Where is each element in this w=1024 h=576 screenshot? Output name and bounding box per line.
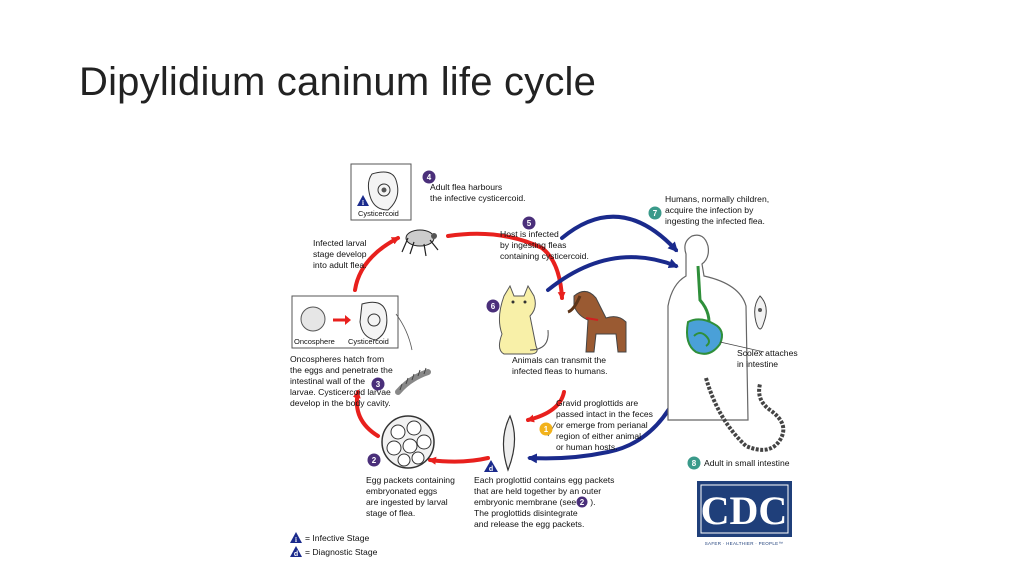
stage2-text: Egg packets containing embryonated eggs … <box>366 475 457 518</box>
svg-text:5: 5 <box>527 219 532 228</box>
svg-text:i: i <box>295 536 297 544</box>
cdc-logo-text: CDC <box>701 488 788 533</box>
flea-larva <box>395 367 431 395</box>
oncosphere-label: Oncosphere <box>294 337 335 346</box>
stage5-text: Host is infected by ingesting fleas cont… <box>500 229 589 261</box>
diagnostic-stage-icon: d <box>484 460 498 473</box>
arrow-proglottid-to-eggs <box>428 456 490 465</box>
badge-3: 3 <box>371 377 385 391</box>
badge-1: 1 <box>539 422 553 436</box>
egg-packet <box>381 415 435 469</box>
red-cycle-arrows <box>352 231 566 465</box>
stage8-text: Adult in small intestine <box>704 458 790 468</box>
svg-text:2: 2 <box>580 498 585 507</box>
legend-diagnostic-icon: d <box>290 546 302 558</box>
svg-text:2: 2 <box>372 456 377 465</box>
cdc-logo: CDC SAFER · HEALTHIER · PEOPLE™ <box>697 481 792 546</box>
stage1-text: Gravid proglottids are passed intact in … <box>556 398 655 452</box>
cdc-tagline: SAFER · HEALTHIER · PEOPLE™ <box>705 541 784 546</box>
cysticercoid-label: Cysticercoid <box>358 209 399 218</box>
badge-2: 2 <box>367 453 381 467</box>
svg-text:i: i <box>362 199 364 207</box>
cysticercoid-box: Cysticercoid <box>350 163 412 221</box>
stage7-text: Humans, normally children, acquire the i… <box>665 194 772 226</box>
badge-6: 6 <box>486 299 500 313</box>
svg-text:7: 7 <box>653 209 658 218</box>
stage6-text: Animals can transmit the infected fleas … <box>512 355 608 376</box>
dog-illustration <box>567 291 627 353</box>
gravid-proglottid <box>502 414 516 472</box>
arrow-animals-to-proglottid <box>526 390 566 423</box>
svg-text:3: 3 <box>376 380 381 389</box>
svg-text:6: 6 <box>491 302 496 311</box>
arrow-larva-to-flea <box>353 236 400 292</box>
scolex <box>754 295 767 330</box>
stage3-text: Oncospheres hatch from the eggs and pene… <box>290 354 395 408</box>
badge-7: 7 <box>648 206 662 220</box>
badge-2-ref: 2 <box>576 496 588 508</box>
svg-text:4: 4 <box>427 173 432 182</box>
infective-stage-icon: i <box>357 195 369 207</box>
legend-infective-label: = Infective Stage <box>305 533 369 543</box>
flea-stage-text: Infected larval stage develop into adult… <box>313 238 369 270</box>
legend-diagnostic-label: = Diagnostic Stage <box>305 547 378 557</box>
flea-adult <box>401 229 439 257</box>
svg-text:d: d <box>294 551 298 558</box>
badge-8: 8 <box>687 456 701 470</box>
human-figure <box>667 234 749 421</box>
svg-text:d: d <box>489 466 493 473</box>
scolex-text: Scolex attaches in intestine <box>737 348 800 369</box>
slide-title: Dipylidium caninum life cycle <box>79 60 597 104</box>
badge-5: 5 <box>522 216 536 230</box>
svg-text:8: 8 <box>692 459 697 468</box>
cat-illustration <box>498 284 549 355</box>
svg-text:1: 1 <box>544 425 549 434</box>
legend-infective-icon: i <box>290 532 302 544</box>
proglottid-text: Each proglottid contains egg packets tha… <box>474 475 617 529</box>
legend: i = Infective Stage d = Diagnostic Stage <box>290 532 378 558</box>
arrow-flea-to-host <box>446 231 566 300</box>
oncosphere-box: Oncosphere Cysticercoid <box>291 295 399 349</box>
arrow-eggs-to-larva <box>352 390 380 438</box>
badge-4: 4 <box>422 170 436 184</box>
cysticercoid2-label: Cysticercoid <box>348 337 389 346</box>
arrow-animal-to-human <box>546 255 679 292</box>
stage4-text: Adult flea harbours the infective cystic… <box>430 182 526 203</box>
arrow-host-to-human <box>560 214 679 253</box>
adult-worm <box>704 377 786 452</box>
